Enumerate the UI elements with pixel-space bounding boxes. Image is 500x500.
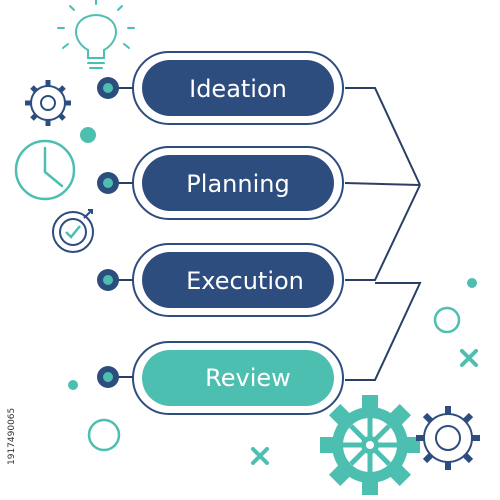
cross-icon: [460, 349, 478, 367]
bullet-dot-center: [103, 83, 113, 93]
connector-planning: [344, 182, 421, 186]
circle-icon: [80, 127, 96, 143]
gear-icon: [320, 395, 420, 495]
bullet-dot-center: [103, 372, 113, 382]
circle-icon: [433, 306, 461, 334]
bullet-dot-center: [103, 178, 113, 188]
gear-icon: [25, 80, 71, 126]
step-review: Review: [97, 341, 344, 415]
pill-fill: [142, 155, 334, 211]
pill-fill: [142, 252, 334, 308]
bullet-dot-center: [103, 275, 113, 285]
step-label: Execution: [186, 267, 304, 295]
step-label: Planning: [186, 170, 289, 198]
pill-fill: [142, 60, 334, 116]
clock-icon: [14, 139, 76, 201]
side-id-text: 1917490065: [7, 408, 17, 465]
step-planning: Planning: [97, 146, 344, 220]
circle-icon: [467, 278, 477, 288]
connector-execution: [345, 184, 421, 281]
connector-lines: [344, 87, 422, 381]
lightbulb-icon: [57, 0, 135, 69]
circle-icon: [68, 380, 78, 390]
circle-icon: [87, 418, 121, 452]
target-check-icon: [52, 209, 94, 253]
connector-review: [345, 282, 422, 381]
step-ideation: Ideation: [97, 51, 344, 125]
gear-icon: [416, 406, 480, 470]
step-label: Ideation: [189, 75, 287, 103]
step-label: Review: [205, 364, 291, 392]
connector-ideation: [345, 87, 421, 186]
step-execution: Execution: [97, 243, 344, 317]
cross-icon: [251, 447, 269, 465]
pill-fill: [142, 350, 334, 406]
